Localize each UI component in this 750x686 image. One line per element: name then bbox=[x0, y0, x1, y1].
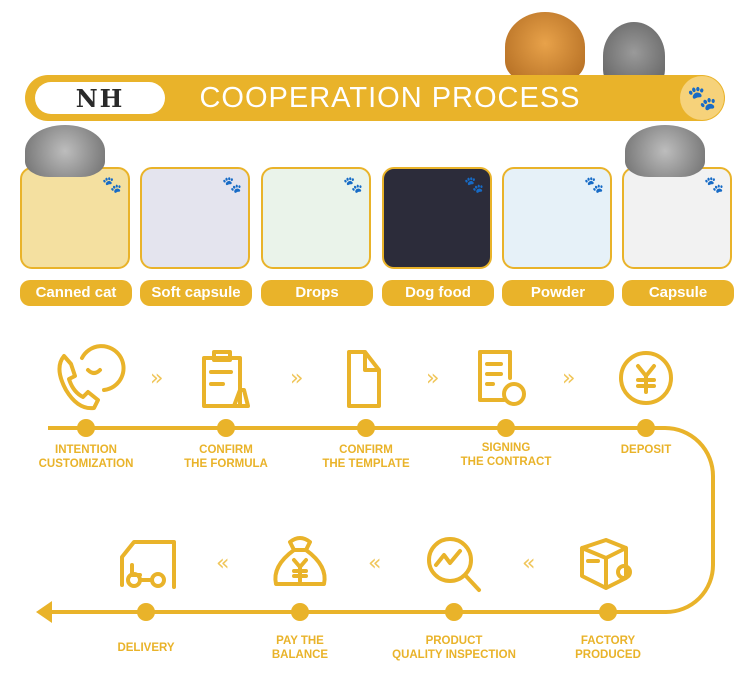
step-label-line: INTENTION bbox=[55, 444, 117, 456]
cat-peeking-image bbox=[25, 125, 105, 177]
paw-icon: 🐾 bbox=[464, 175, 484, 194]
step-label-line: CONFIRM bbox=[199, 444, 253, 456]
step-label-line: CONFIRM bbox=[339, 444, 393, 456]
timeline-dot bbox=[637, 419, 655, 437]
step-label: FACTORY PRODUCED bbox=[538, 634, 678, 662]
chevron-right-icon: » bbox=[290, 366, 304, 391]
cat-peeking-image bbox=[625, 125, 705, 177]
step-label: PRODUCT QUALITY INSPECTION bbox=[384, 634, 524, 662]
chevron-left-icon: « bbox=[216, 551, 230, 576]
chevron-right-icon: » bbox=[426, 366, 440, 391]
step-label-line: CUSTOMIZATION bbox=[38, 458, 134, 470]
step-label-line: BALANCE bbox=[271, 649, 329, 661]
step-label: CONFIRM THE FORMULA bbox=[156, 443, 296, 471]
product-label[interactable]: Soft capsule bbox=[140, 280, 252, 306]
step-label: PAY THE BALANCE bbox=[230, 634, 370, 662]
product-label[interactable]: Drops bbox=[261, 280, 373, 306]
paw-icon: 🐾 bbox=[680, 76, 724, 120]
step-label: SIGNING THE CONTRACT bbox=[436, 441, 576, 469]
timeline-dot bbox=[217, 419, 235, 437]
paw-icon: 🐾 bbox=[584, 175, 604, 194]
step-label-line: THE CONTRACT bbox=[460, 456, 552, 468]
step-label-line: PAY THE bbox=[276, 635, 324, 647]
step-label-line: QUALITY INSPECTION bbox=[392, 649, 516, 661]
step-label: DEPOSIT bbox=[576, 443, 716, 457]
phone-chat-icon bbox=[57, 344, 126, 411]
product-card[interactable]: 🐾 bbox=[502, 167, 612, 269]
chevron-left-icon: « bbox=[368, 551, 382, 576]
product-label[interactable]: Canned cat bbox=[20, 280, 132, 306]
dog-image bbox=[505, 12, 585, 82]
timeline-dot bbox=[445, 603, 463, 621]
step-label-line: FACTORY bbox=[580, 635, 636, 647]
money-bag-icon bbox=[273, 536, 327, 586]
timeline-dot bbox=[77, 419, 95, 437]
step-label-line: DELIVERY bbox=[117, 642, 175, 654]
contract-icon bbox=[478, 350, 526, 406]
timeline-dot bbox=[497, 419, 515, 437]
timeline-dot bbox=[357, 419, 375, 437]
step-label: DELIVERY bbox=[76, 641, 216, 655]
step-label-line: THE FORMULA bbox=[184, 458, 268, 470]
timeline-dot bbox=[291, 603, 309, 621]
yen-coin-icon bbox=[619, 351, 673, 405]
product-card[interactable]: 🐾 bbox=[140, 167, 250, 269]
step-label: CONFIRM THE TEMPLATE bbox=[296, 443, 436, 471]
paw-icon: 🐾 bbox=[102, 175, 122, 194]
chevron-right-icon: » bbox=[150, 366, 164, 391]
product-label[interactable]: Capsule bbox=[622, 280, 734, 306]
box-gear-icon bbox=[580, 538, 632, 590]
timeline-path bbox=[48, 426, 715, 614]
truck-icon bbox=[120, 540, 176, 589]
paw-icon: 🐾 bbox=[343, 175, 363, 194]
paw-icon: 🐾 bbox=[704, 175, 724, 194]
step-label-line: SIGNING bbox=[481, 442, 531, 454]
chevron-left-icon: « bbox=[522, 551, 536, 576]
product-card[interactable]: 🐾 bbox=[261, 167, 371, 269]
step-label-line: THE TEMPLATE bbox=[322, 458, 410, 470]
step-label-line: PRODUCED bbox=[575, 649, 641, 661]
product-card[interactable]: 🐾 bbox=[622, 167, 732, 269]
step-label-line: DEPOSIT bbox=[620, 444, 672, 456]
document-icon bbox=[347, 350, 381, 408]
step-label-line: PRODUCT bbox=[425, 635, 483, 647]
brand-logo: NH bbox=[35, 82, 165, 114]
timeline-dot bbox=[599, 603, 617, 621]
chevron-right-icon: » bbox=[562, 366, 576, 391]
product-label[interactable]: Powder bbox=[502, 280, 614, 306]
timeline-arrowhead bbox=[36, 601, 52, 623]
product-card[interactable]: 🐾 bbox=[382, 167, 492, 269]
paw-icon: 🐾 bbox=[222, 175, 242, 194]
timeline-dot bbox=[137, 603, 155, 621]
product-card[interactable]: 🐾 bbox=[20, 167, 130, 269]
product-label[interactable]: Dog food bbox=[382, 280, 494, 306]
page-title: COOPERATION PROCESS bbox=[199, 82, 581, 114]
clipboard-flask-icon bbox=[202, 350, 250, 408]
magnifier-chart-icon bbox=[427, 537, 481, 592]
step-label: INTENTION CUSTOMIZATION bbox=[16, 443, 156, 471]
